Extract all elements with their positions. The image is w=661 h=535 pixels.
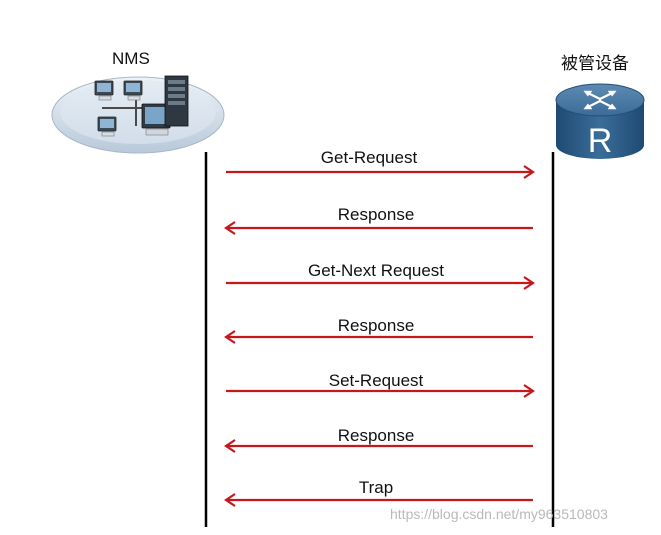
message-label-get-request: Get-Request [320,148,418,167]
message-arrow-2 [224,221,533,235]
svg-text:R: R [588,122,613,160]
network-management-station-icon [51,75,225,154]
watermark: https://blog.csdn.net/my963510803 [390,506,608,522]
message-arrow-1 [226,165,535,179]
managed-device-label: 被管设备 [561,54,629,73]
nms-label: NMS [112,49,150,68]
message-label-get-next-request: Get-Next Request [307,261,445,280]
message-label-response-3: Response [337,426,415,445]
router-icon: R [555,83,645,160]
message-arrow-6 [224,439,533,453]
message-arrow-5 [226,384,535,398]
message-arrow-3 [226,276,535,290]
message-arrow-4 [224,330,533,344]
message-label-trap: Trap [358,478,394,497]
message-label-response-2: Response [337,316,415,335]
message-label-set-request: Set-Request [328,371,424,390]
message-label-response-1: Response [337,205,415,224]
message-arrow-7 [224,493,533,507]
